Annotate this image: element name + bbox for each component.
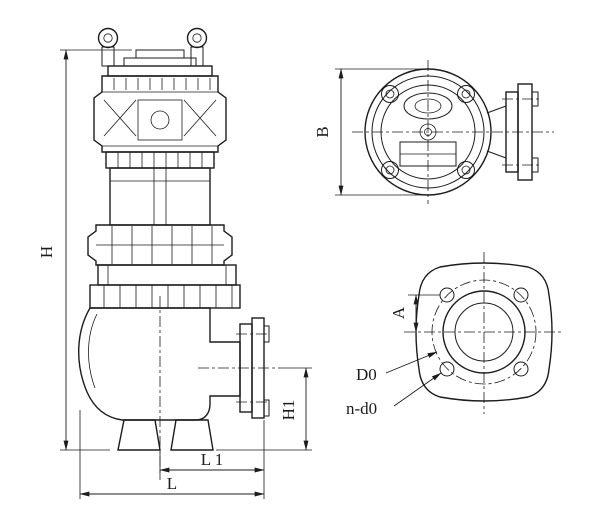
dimension-a: A [389,294,440,333]
dimension-h: H [37,49,132,451]
flange-centerlines [404,252,562,414]
eyebolt-ring [186,27,208,49]
callout-n-d0: n-d0 [346,372,442,418]
motor-upper-housing [93,75,227,153]
plan-bolt-boss [457,161,475,179]
dimension-b: B [313,68,424,196]
dimension-l: L [79,410,265,499]
bolt-hole [439,361,455,377]
volute-casing [78,307,241,421]
eyebolt-ring [97,27,119,49]
adapter-flange-outline [97,264,237,286]
lifting-eyebolt-left [97,27,119,67]
bolt-circle [431,279,537,385]
plan-rim-circle [371,75,485,189]
cap-step [123,57,197,67]
lifting-eyebolt-right [186,27,208,67]
plan-bolt [461,165,471,175]
clamp-band [105,151,215,169]
bolt-hole [513,361,529,377]
volute-outline [78,307,241,421]
callout-d0: D0 [356,351,438,384]
motor-barrel [109,167,211,226]
junction-box-boss [150,110,170,130]
plan-inner-circle [380,84,476,180]
adapter-flange-bolts [107,265,227,285]
flange-recess-circle [454,302,514,362]
housing-joints [102,91,218,147]
plan-bolt [461,89,471,99]
discharge-flange [198,317,278,419]
adapter-flange [97,264,237,286]
label-h: H [37,246,56,258]
plan-discharge-flange [486,83,542,181]
feet-outline [117,419,214,451]
eyebolt-shank [190,46,204,67]
label-d0: D0 [356,365,377,384]
d0-leader-line [385,351,438,374]
dim-b-extension-lines [335,68,424,196]
cap-plate [107,65,213,77]
plan-flange-bolt-centerlines [502,98,542,166]
plan-flange-plate [517,83,533,181]
casing-band-ribs [103,285,233,308]
flange-face-view: A D0 n-d0 [346,252,562,418]
plan-outer-circle [364,68,492,196]
volute-scroll-line [88,313,98,389]
plan-bolt [385,165,395,175]
flange-bolt-holes [439,287,529,377]
flange-bore-circle [442,290,526,374]
plan-centerlines [352,60,554,204]
plan-center-hole [424,128,432,136]
dim-h-extension-lines [60,49,132,451]
eyebolt-hole [192,33,202,43]
flange-bolt-centerlines [236,333,270,403]
motor-top-cap [107,49,213,77]
casing-band-outline [89,284,241,309]
eyebolt-hole [103,33,113,43]
n-d0-leader-line [393,372,442,407]
cooling-rib-lines [113,78,211,90]
support-feet [117,419,214,451]
motor-mid-housing [105,151,215,226]
junction-box [137,99,183,141]
label-l: L [167,474,177,493]
casing-band [89,284,241,309]
flange-bolt-tab-bottom [263,399,270,417]
casting-rib-diagonals [103,99,217,137]
plan-bolts [381,85,475,179]
plan-oval-boss [403,92,453,120]
label-n-d0: n-d0 [346,399,377,418]
cap-handle [135,49,185,59]
barrel-seams [110,168,210,225]
dimension-l1: L 1 [159,420,265,499]
bolt-hole [513,287,529,303]
plan-view: B [313,60,554,204]
plan-bolt [385,89,395,99]
plan-bolt-boss [457,85,475,103]
clamp-band-ribs [117,152,203,168]
plan-bolt-boss [381,161,399,179]
drawing-artwork: H H1 L 1 L [37,27,562,499]
plan-oval-boss-inner [414,98,442,114]
label-l1: L 1 [201,450,224,469]
plan-flange-neck-lines [486,105,507,159]
label-a: A [389,306,408,319]
plan-bolt-boss [381,85,399,103]
label-b: B [313,126,332,137]
seal-chamber-ribs [96,226,224,264]
plan-center-boss [419,123,437,141]
seal-chamber [87,224,233,266]
front-view: H H1 L 1 L [37,27,312,499]
label-h1: H1 [279,400,298,421]
